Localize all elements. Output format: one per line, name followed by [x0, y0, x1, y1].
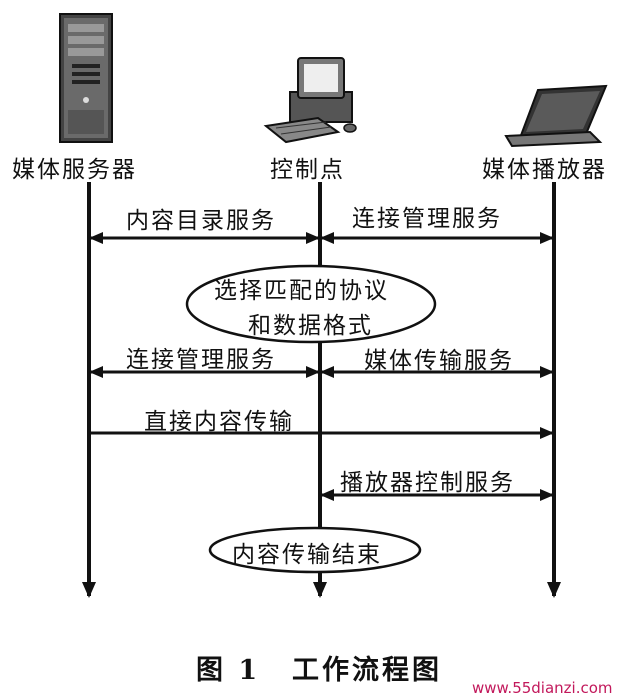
desktop-computer-icon [263, 57, 357, 144]
participant-label-player: 媒体播放器 [482, 157, 607, 183]
message-direct-transfer: 直接内容传输 [144, 409, 294, 435]
watermark-url: www.55dianzi.com [472, 679, 613, 697]
note-protocol-line1: 选择匹配的协议 [214, 278, 389, 304]
figure-title: 工作流程图 [292, 655, 442, 686]
participant-label-server: 媒体服务器 [12, 157, 137, 183]
note-protocol-ellipse [185, 264, 437, 344]
note-protocol-line2: 和数据格式 [248, 313, 373, 339]
note-transfer-end: 内容传输结束 [232, 542, 382, 568]
server-tower-icon [59, 13, 113, 143]
laptop-icon [504, 84, 608, 148]
message-av-transport: 媒体传输服务 [364, 348, 514, 374]
message-player-control: 播放器控制服务 [340, 470, 515, 496]
message-connection-manager-left: 连接管理服务 [126, 347, 276, 373]
message-content-directory: 内容目录服务 [126, 208, 276, 234]
message-connection-manager-right: 连接管理服务 [352, 206, 502, 232]
participant-label-control: 控制点 [270, 157, 345, 183]
figure-number: 图 1 [196, 655, 261, 686]
note-transfer-end-ellipse [208, 526, 422, 574]
